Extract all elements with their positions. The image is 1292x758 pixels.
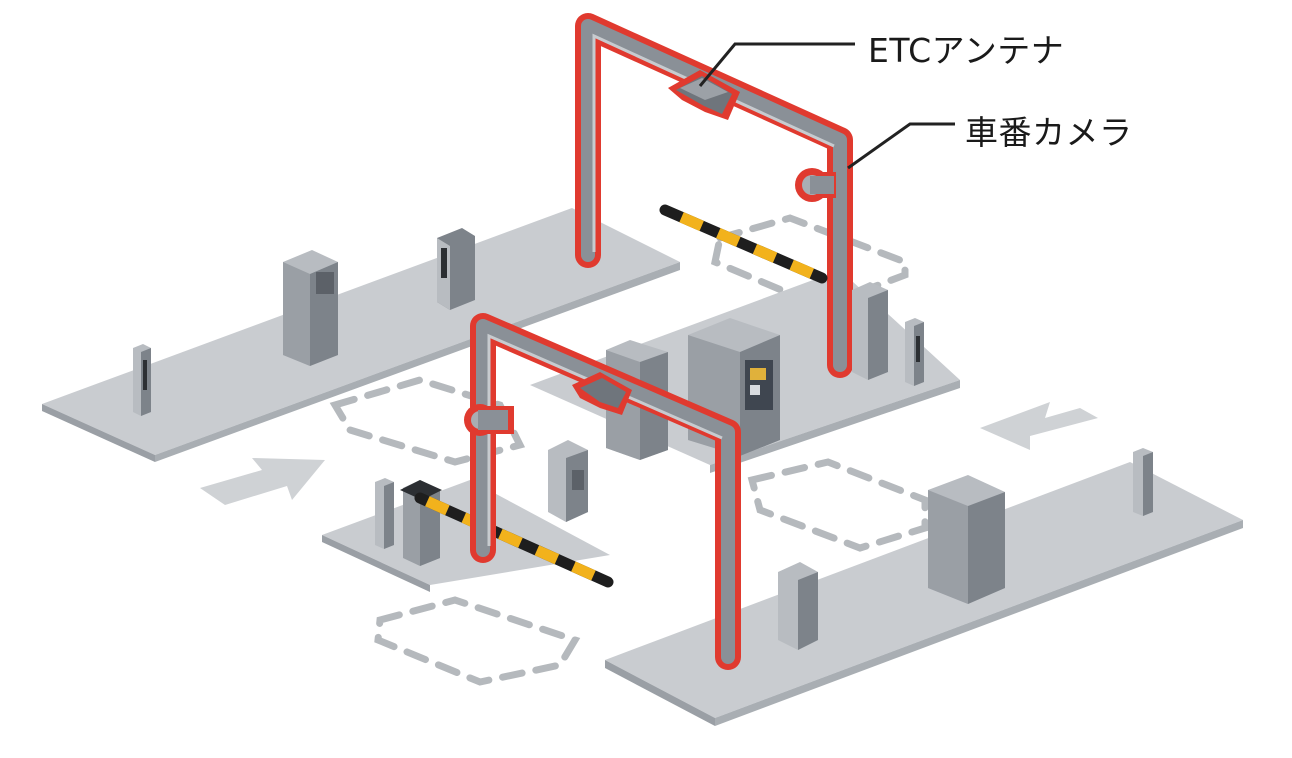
etc-antenna-leader bbox=[698, 42, 855, 87]
arrow-left-icon bbox=[980, 402, 1098, 450]
arrow-right-icon bbox=[200, 458, 325, 505]
bollard-front bbox=[375, 478, 394, 549]
etc-antenna-front bbox=[572, 372, 632, 415]
ticket-machine-back bbox=[437, 228, 475, 310]
plate-camera-leader bbox=[847, 122, 955, 170]
plate-camera bbox=[795, 168, 836, 202]
callout-leaders bbox=[698, 42, 955, 170]
island-back bbox=[42, 208, 680, 462]
toll-booth-front-right bbox=[928, 475, 1005, 604]
bollard-front-right bbox=[1133, 448, 1153, 516]
ticket-machine-front-right bbox=[778, 562, 818, 650]
etc-antenna bbox=[668, 70, 740, 120]
back-barrier bbox=[659, 204, 828, 284]
payment-kiosk-back bbox=[283, 250, 338, 366]
ticket-machine-middle bbox=[852, 282, 888, 380]
bollard-back bbox=[133, 344, 151, 416]
lane-markings bbox=[329, 214, 929, 686]
bollard-middle bbox=[905, 318, 924, 386]
plate-camera-front bbox=[464, 404, 514, 436]
front-barrier bbox=[414, 492, 614, 588]
etc-antenna-label: ETCアンテナ bbox=[868, 31, 1065, 70]
island-front-left bbox=[322, 480, 610, 592]
ticket-machine-front bbox=[548, 440, 588, 522]
plate-camera-label: 車番カメラ bbox=[965, 113, 1133, 152]
island-front-right bbox=[605, 462, 1243, 726]
